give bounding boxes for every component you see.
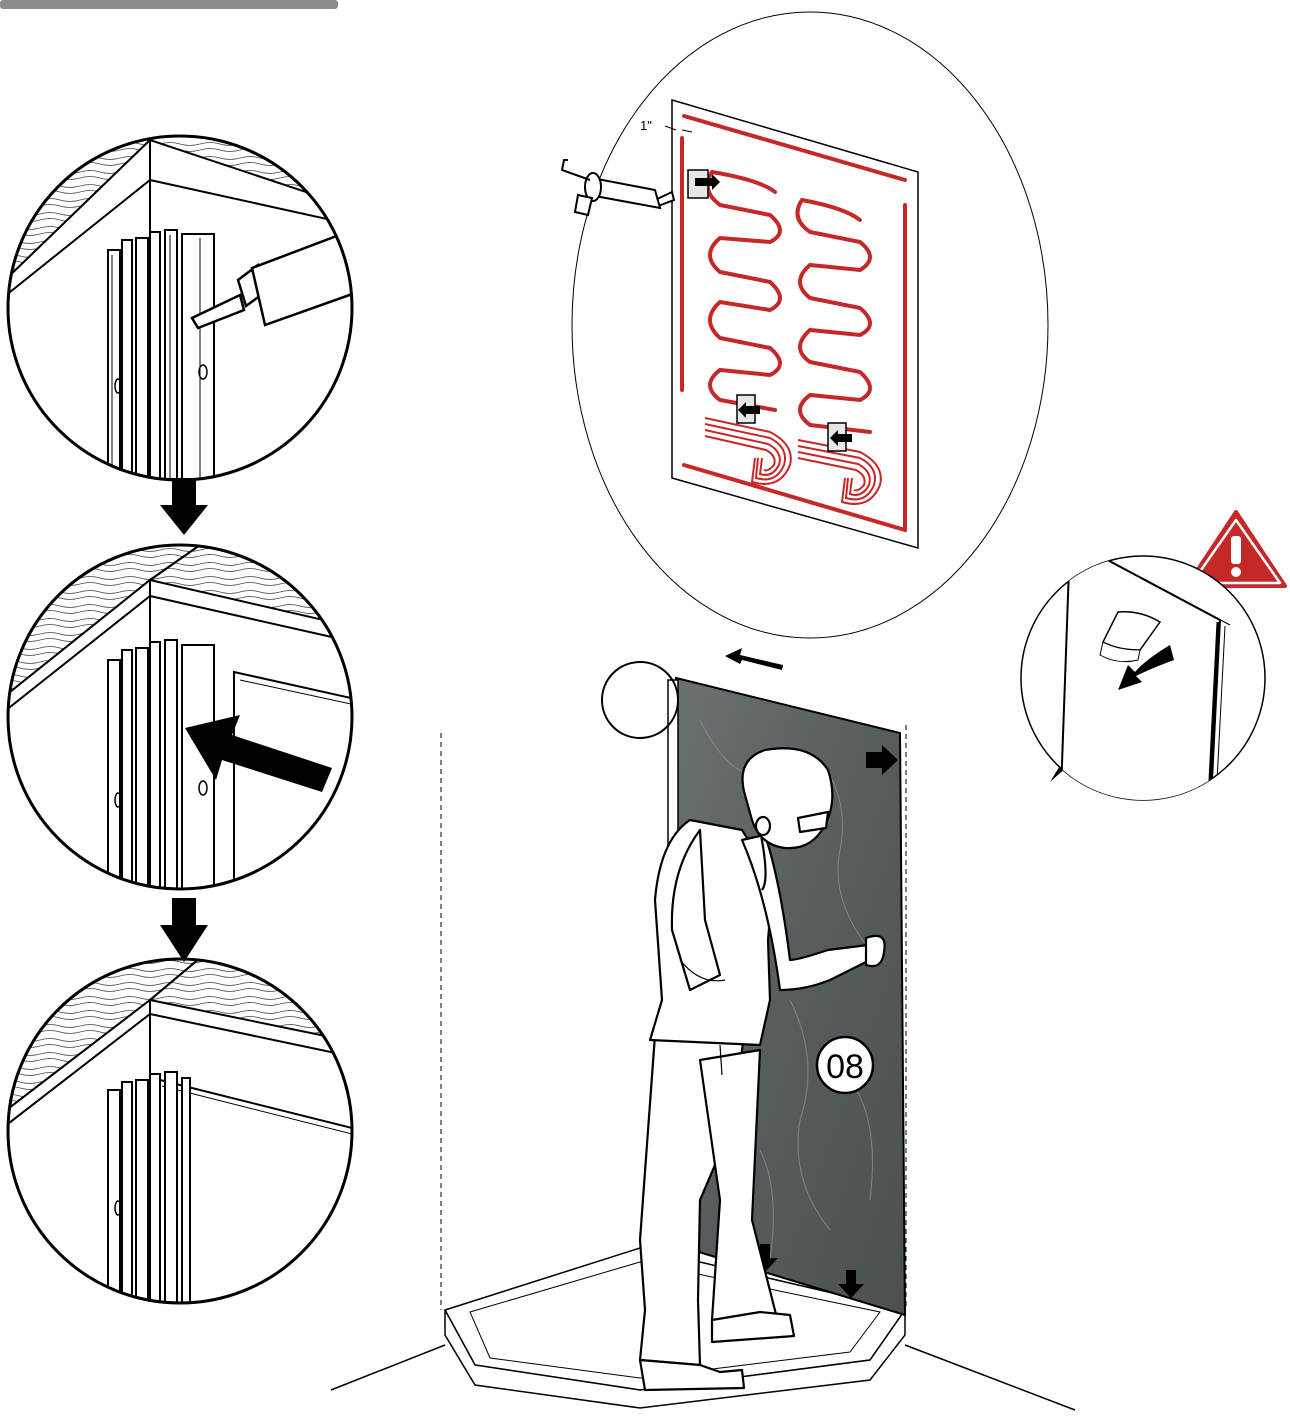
down-arrow-icon xyxy=(160,478,208,535)
adhesive-pattern-detail: 1" xyxy=(560,11,1049,639)
shower-install-scene: 08 xyxy=(330,648,1076,1411)
push-arrow-icon xyxy=(185,715,332,792)
header-bar xyxy=(0,0,338,9)
panel-seated-detail xyxy=(6,957,354,1305)
caulk-gun-icon xyxy=(560,159,676,217)
down-arrow-icon xyxy=(160,898,208,962)
adhesive-curl-left xyxy=(704,417,792,485)
peel-arrow-icon xyxy=(1118,645,1174,690)
down-arrow-icon xyxy=(838,1270,864,1298)
worker-figure xyxy=(638,747,886,1392)
adhesive-curl-right xyxy=(797,439,882,505)
step-number: 08 xyxy=(826,1048,864,1086)
step-badge xyxy=(815,1035,875,1095)
warning-triangle-icon xyxy=(1185,510,1287,588)
caulk-gun-icon xyxy=(190,210,352,330)
right-arrow-icon xyxy=(866,745,898,775)
panel-insert-detail xyxy=(6,543,354,891)
track-caulk-detail xyxy=(6,134,354,482)
edge-spacing-label: 1" xyxy=(640,118,652,133)
peel-film-detail xyxy=(1020,555,1266,801)
